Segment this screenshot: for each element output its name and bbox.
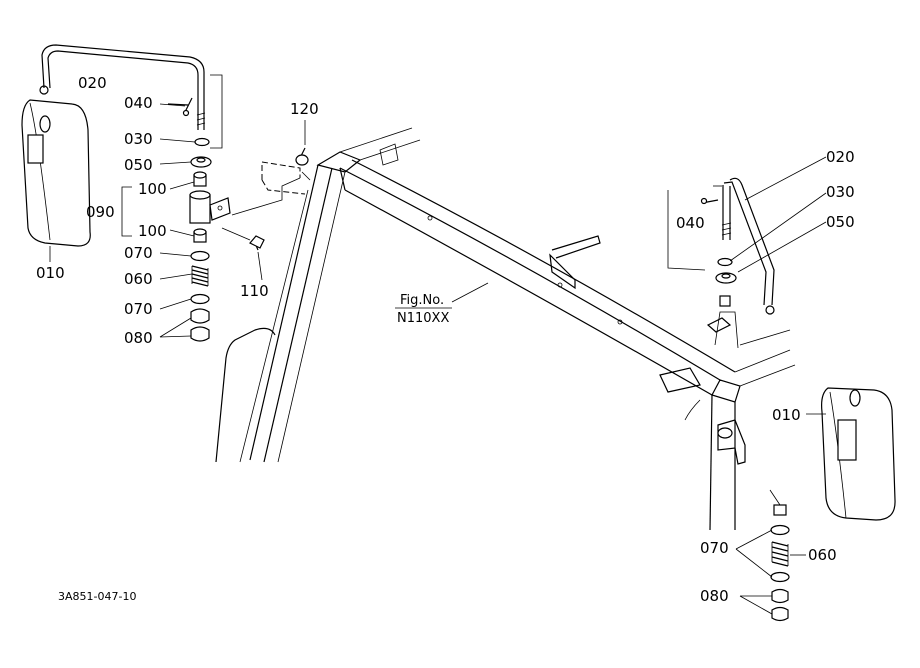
holder-left bbox=[189, 190, 231, 224]
label-060-right: 060 bbox=[808, 546, 837, 564]
fig-ref-line1: Fig.No. bbox=[400, 293, 444, 308]
label-080-right: 080 bbox=[700, 587, 729, 605]
label-090: 090 bbox=[86, 203, 115, 221]
bolt-120 bbox=[295, 147, 311, 181]
label-100-bottom: 100 bbox=[138, 222, 167, 240]
label-100-top: 100 bbox=[138, 180, 167, 198]
label-050-right: 050 bbox=[826, 213, 855, 231]
nuts-left bbox=[190, 308, 210, 342]
collar-right bbox=[715, 272, 737, 284]
mount-bracket-left bbox=[231, 161, 306, 216]
bush-right-lower bbox=[773, 504, 787, 516]
washer-right bbox=[717, 257, 733, 267]
label-020-right: 020 bbox=[826, 148, 855, 166]
label-040-left: 040 bbox=[124, 94, 153, 112]
bolt-110 bbox=[221, 227, 265, 251]
leader-lines bbox=[49, 103, 827, 615]
label-070-upper-left: 070 bbox=[124, 244, 153, 262]
label-070-right: 070 bbox=[700, 539, 729, 557]
fig-ref-line2: N110XX bbox=[397, 311, 449, 326]
label-050-left: 050 bbox=[124, 156, 153, 174]
washer-070-lower-right bbox=[770, 571, 790, 583]
label-020-left: 020 bbox=[78, 74, 107, 92]
bush-right bbox=[719, 295, 731, 307]
washer-070-upper-left bbox=[190, 250, 210, 262]
mirror-left bbox=[21, 85, 91, 247]
label-030-right: 030 bbox=[826, 183, 855, 201]
collar-left bbox=[190, 156, 212, 168]
part-labels: 020 040 030 050 100 090 100 070 060 070 … bbox=[36, 74, 855, 605]
washer-070-upper-right bbox=[770, 524, 790, 536]
washer-070-lower-left bbox=[190, 293, 210, 305]
washer-left bbox=[194, 137, 210, 147]
label-060-left: 060 bbox=[124, 270, 153, 288]
spring-left bbox=[191, 265, 209, 287]
label-120: 120 bbox=[290, 100, 319, 118]
figure-reference: Fig.No. N110XX bbox=[395, 293, 452, 326]
rops-frame bbox=[215, 127, 796, 531]
label-080-left: 080 bbox=[124, 329, 153, 347]
label-110: 110 bbox=[240, 282, 269, 300]
stay-left bbox=[41, 44, 205, 89]
label-010-left: 010 bbox=[36, 264, 65, 282]
bush-bottom-left bbox=[193, 228, 207, 243]
pin-left bbox=[167, 97, 193, 117]
label-070-lower-left: 070 bbox=[124, 300, 153, 318]
label-010-right: 010 bbox=[772, 406, 801, 424]
label-030-left: 030 bbox=[124, 130, 153, 148]
label-040-right: 040 bbox=[676, 214, 705, 232]
pin-right bbox=[700, 185, 722, 205]
bush-top-left bbox=[193, 171, 207, 187]
stay-right bbox=[721, 177, 775, 306]
nuts-right bbox=[771, 588, 789, 622]
drawing-code: 3A851-047-10 bbox=[58, 590, 136, 603]
mirror-right bbox=[765, 305, 896, 521]
spring-right bbox=[771, 541, 789, 567]
